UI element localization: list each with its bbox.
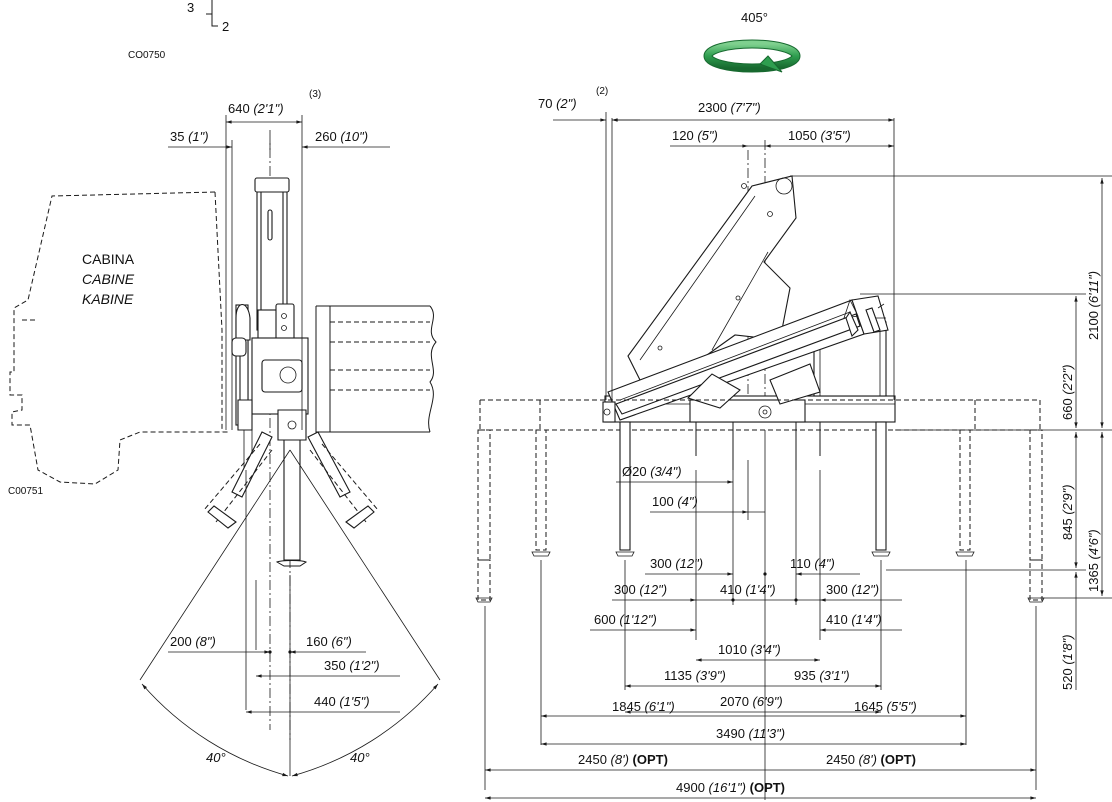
fragment-right-digit: 2 <box>222 19 229 34</box>
left-view-dimensions: 640 (2'1") (3) 35 (1") 260 (10") 200 (8"… <box>139 89 441 777</box>
dim-1010: 1010 (3'4") <box>718 642 781 657</box>
dim-200: 200 (8") <box>170 634 216 649</box>
angle-left: 40° <box>206 750 226 765</box>
rotation-indicator: 405° <box>703 10 801 73</box>
dim-2100: 2100 (6'11") <box>1086 271 1101 340</box>
dim-160: 160 (6") <box>306 634 352 649</box>
leg-6 <box>1027 429 1045 603</box>
cab-label-it: CABINA <box>82 251 135 267</box>
leg-1 <box>475 429 493 603</box>
crane-end-view <box>203 130 379 740</box>
dim-2070: 2070 (6'9") <box>720 694 783 709</box>
truck-cab-outline: CABINA CABINE KABINE <box>9 191 230 485</box>
dim-1365: 1365 (4'6") <box>1086 529 1101 592</box>
dim-260: 260 (10") <box>315 129 368 144</box>
dim-410-a: 410 (1'4") <box>720 582 776 597</box>
dim-dia20: Ø20 (3/4") <box>622 464 682 479</box>
cab-label-fr: CABINE <box>82 271 135 287</box>
outriggers <box>475 399 1045 603</box>
dim-1645: 1645 (5'5") <box>854 699 917 714</box>
truck-bed-outline <box>315 305 437 433</box>
dim-1135: 1135 (3'9") <box>664 668 726 683</box>
dim-120: 120 (5") <box>672 128 718 143</box>
dim-600: 600 (1'12") <box>594 612 657 627</box>
dim-100: 100 (4") <box>652 494 698 509</box>
dim-350: 350 (1'2") <box>324 658 380 673</box>
right-view-vertical-dimensions: 2100 (6'11") 660 (2'2") 845 (2'9") 1365 … <box>790 175 1112 690</box>
dim-110: 110 (4") <box>790 556 835 571</box>
right-view-top-dimensions: 70 (2") (2) 2300 (7'7") 120 (5") 1050 (3… <box>538 86 895 400</box>
leg-2 <box>531 429 551 557</box>
dim-70: 70 (2") <box>538 96 577 111</box>
dim-4900: 4900 (16'1") (OPT) <box>676 780 785 795</box>
dim-1845: 1845 (6'1") <box>612 699 675 714</box>
dim-70-note: (2) <box>596 86 608 97</box>
rotation-label: 405° <box>741 10 768 25</box>
dim-845: 845 (2'9") <box>1060 484 1075 540</box>
dim-300-c: 300 (12") <box>826 582 879 597</box>
dim-660: 660 (2'2") <box>1060 364 1075 420</box>
dim-935: 935 (3'1") <box>794 668 850 683</box>
crane-side-view <box>602 140 896 423</box>
dim-2300: 2300 (7'7") <box>698 100 761 115</box>
cab-label-de: KABINE <box>82 291 134 307</box>
side-drawing-code: C00751 <box>8 486 43 497</box>
dim-640-note: (3) <box>309 89 321 100</box>
dim-410-b: 410 (1'4") <box>826 612 882 627</box>
dim-2450-a: 2450 (8') (OPT) <box>578 752 668 767</box>
dim-3490: 3490 (11'3") <box>716 726 785 741</box>
leg-3 <box>615 421 635 557</box>
fragment-left-digit: 3 <box>187 0 194 15</box>
top-drawing-code: CO0750 <box>128 50 166 61</box>
leg-4 <box>871 421 891 557</box>
dim-2450-b: 2450 (8') (OPT) <box>826 752 916 767</box>
leg-5 <box>955 429 975 557</box>
dim-440: 440 (1'5") <box>314 694 370 709</box>
header-fragment: 3 2 <box>187 0 229 34</box>
dim-640-mm: 640 (2'1") <box>228 101 284 116</box>
angle-right: 40° <box>350 750 370 765</box>
dim-300-a: 300 (12") <box>650 556 703 571</box>
dim-1050: 1050 (3'5") <box>788 128 851 143</box>
right-view-base-dimensions: Ø20 (3/4") 100 (4") 300 (12") 110 (4") 3… <box>484 430 1037 800</box>
rotation-arrow-icon <box>703 39 801 73</box>
dim-35: 35 (1") <box>170 129 209 144</box>
dim-300-b: 300 (12") <box>614 582 667 597</box>
dim-520: 520 (1'8") <box>1060 634 1075 690</box>
